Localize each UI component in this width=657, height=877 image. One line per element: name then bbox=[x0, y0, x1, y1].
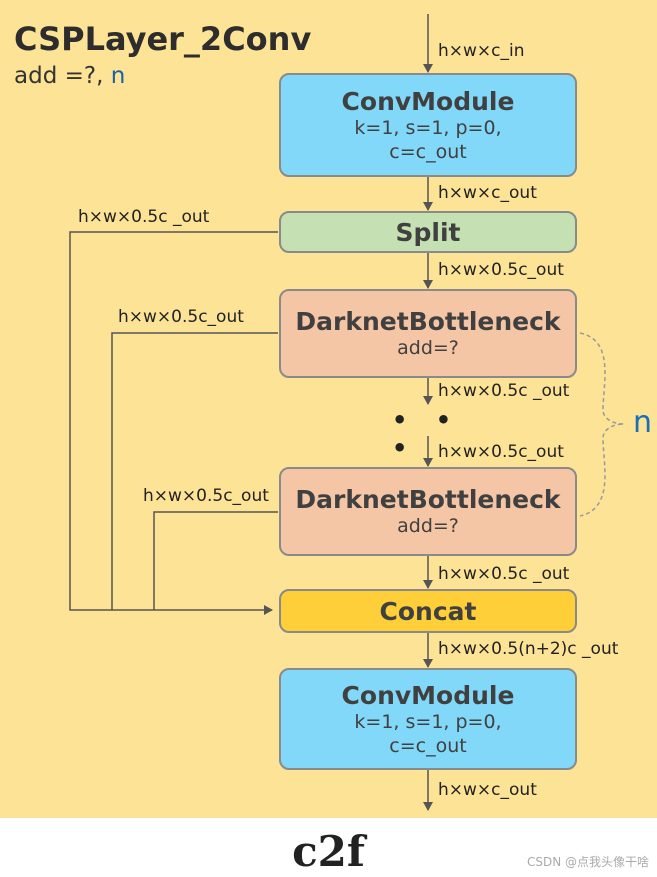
bottleneck-1-branch-line bbox=[111, 332, 278, 610]
darknet-bottleneck-1: DarknetBottleneck add=? bbox=[279, 289, 577, 378]
conv-module-top-channels: c=c_out bbox=[389, 140, 467, 163]
conv-module-top-title: ConvModule bbox=[341, 86, 515, 116]
darknet-bottleneck-2-title: DarknetBottleneck bbox=[295, 485, 561, 514]
edge-label-bottleneck-out: h×w×0.5c _out bbox=[438, 381, 570, 401]
edge-label-concat-out: h×w×0.5(n+2)c _out bbox=[438, 639, 619, 659]
repeat-n-label: n bbox=[633, 405, 653, 440]
repeat-brace bbox=[579, 332, 625, 517]
darknet-bottleneck-1-add: add=? bbox=[397, 337, 459, 359]
edge-label-split-to-bottleneck: h×w×0.5c_out bbox=[438, 260, 564, 280]
darknet-bottleneck-1-title: DarknetBottleneck bbox=[295, 307, 561, 336]
concat-title: Concat bbox=[379, 596, 477, 626]
split-block: Split bbox=[279, 211, 577, 253]
darknet-bottleneck-2: DarknetBottleneck add=? bbox=[279, 467, 577, 556]
conv-module-top: ConvModule k=1, s=1, p=0, c=c_out bbox=[279, 73, 577, 177]
caption: c2f bbox=[292, 827, 365, 876]
conv-module-bottom-title: ConvModule bbox=[341, 680, 515, 710]
subtitle-prefix: add =?, bbox=[14, 63, 111, 89]
conv-module-bottom-params: k=1, s=1, p=0, bbox=[354, 710, 502, 733]
split-branch-line bbox=[69, 231, 278, 615]
side-label-bottleneck-2-branch: h×w×0.5c_out bbox=[143, 486, 269, 506]
watermark: CSDN @点我头像干啥 bbox=[526, 855, 649, 869]
edge-label-output: h×w×c_out bbox=[438, 780, 537, 800]
bottleneck-2-branch-line bbox=[153, 511, 278, 610]
conv-module-top-params: k=1, s=1, p=0, bbox=[354, 116, 502, 139]
edge-label-to-concat: h×w×0.5c _out bbox=[438, 564, 570, 584]
edge-label-input: h×w×c_in bbox=[438, 41, 525, 61]
concat-block: Concat bbox=[279, 589, 577, 633]
subtitle-n: n bbox=[110, 63, 126, 89]
side-label-bottleneck-1-branch: h×w×0.5c_out bbox=[118, 307, 244, 327]
edge-label-to-bottleneck-2: h×w×0.5c_out bbox=[438, 442, 564, 462]
diagram-subtitle: add =?, n bbox=[14, 62, 125, 90]
conv-module-bottom-channels: c=c_out bbox=[389, 734, 467, 757]
edge-label-conv-to-split: h×w×c_out bbox=[438, 183, 537, 203]
repeat-dots: • • • bbox=[392, 406, 462, 462]
split-title: Split bbox=[395, 217, 461, 247]
side-label-split-branch: h×w×0.5c _out bbox=[78, 207, 210, 227]
conv-module-bottom: ConvModule k=1, s=1, p=0, c=c_out bbox=[279, 668, 577, 770]
diagram-title: CSPLayer_2Conv bbox=[14, 20, 312, 58]
footer bbox=[0, 818, 657, 877]
darknet-bottleneck-2-add: add=? bbox=[397, 515, 459, 537]
